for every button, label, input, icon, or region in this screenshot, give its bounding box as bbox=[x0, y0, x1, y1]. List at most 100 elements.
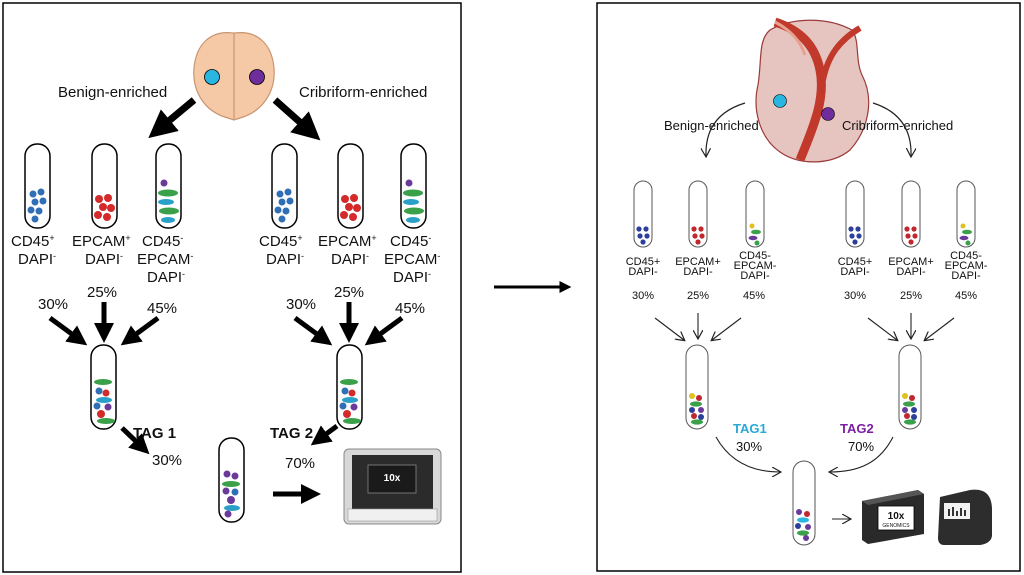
anatomy-cribriform-dot bbox=[821, 107, 835, 121]
tag2-label: TAG 2 bbox=[270, 425, 313, 442]
r-label-epcam-a: EPCAM+ bbox=[675, 256, 721, 268]
right-arrow-tag2 bbox=[830, 436, 894, 472]
right-tube-epcam-b bbox=[901, 180, 921, 248]
left-tube-cd45-b bbox=[271, 143, 298, 229]
tag2-pct: 70% bbox=[285, 455, 315, 472]
pct-epcam: 25% bbox=[87, 284, 117, 301]
right-tag1-label: TAG1 bbox=[733, 421, 767, 436]
right-tag2-label: TAG2 bbox=[840, 421, 874, 436]
logo-genomics: GENOMICS bbox=[882, 523, 910, 529]
right-tubes-row bbox=[633, 180, 976, 248]
r-pct-dn-b: 45% bbox=[955, 290, 977, 302]
label-cribriform-enriched: Cribriform-enriched bbox=[299, 84, 427, 101]
left-tube-dn bbox=[155, 143, 182, 229]
left-pooled-tube-1 bbox=[90, 344, 117, 430]
left-tubes-cribriform bbox=[271, 143, 427, 229]
right-pooled-tube-2 bbox=[898, 344, 922, 430]
right-label-benign-enriched: Benign-enriched bbox=[664, 118, 759, 133]
cribriform-region-dot bbox=[249, 69, 265, 85]
right-tag2-pct: 70% bbox=[848, 439, 874, 454]
left-tube-cd45 bbox=[24, 143, 51, 229]
right-arrow-cribriform bbox=[872, 102, 911, 156]
label-cd45-neg-b: CD45- bbox=[390, 233, 431, 250]
right-tag1-pct: 30% bbox=[736, 439, 762, 454]
r-label-epcamneg-b: EPCAM- bbox=[945, 260, 988, 272]
left-final-tube bbox=[218, 437, 245, 523]
left-pooled-tube-2 bbox=[336, 344, 363, 430]
pct-dn-b: 45% bbox=[395, 300, 425, 317]
r-pct-epcam-a: 25% bbox=[687, 290, 709, 302]
right-tube-dn-b bbox=[956, 180, 976, 248]
right-tube-labels: CD45+ DAPI- EPCAM+ DAPI- CD45- EPCAM- DA… bbox=[626, 250, 988, 302]
right-sequencer-instrument bbox=[938, 489, 992, 545]
prostate-illustration bbox=[193, 32, 275, 121]
label-epcam-b: EPCAM+ bbox=[318, 233, 377, 250]
label-epcam: EPCAM+ bbox=[72, 233, 131, 250]
label-dapi-neg: DAPI- bbox=[147, 269, 185, 286]
r-label-dapi-b: DAPI- bbox=[840, 266, 870, 278]
r-label-cd45-a: CD45+ bbox=[626, 256, 661, 268]
arrow-tag2 bbox=[310, 423, 339, 446]
r-pct-cd45-a: 30% bbox=[632, 290, 654, 302]
r-label-cd45-b: CD45+ bbox=[838, 256, 873, 268]
label-epcam-neg-b: EPCAM- bbox=[384, 251, 440, 268]
anatomy-benign-dot bbox=[773, 94, 787, 108]
r-label-epcam-b: EPCAM+ bbox=[888, 256, 934, 268]
label-cd45-b: CD45+ bbox=[259, 233, 303, 250]
left-labels-benign: CD45+ DAPI- EPCAM+ DAPI- CD45- EPCAM- DA… bbox=[11, 233, 193, 317]
label-dapi-2-b: DAPI- bbox=[331, 251, 369, 268]
label-epcam-neg: EPCAM- bbox=[137, 251, 193, 268]
left-tube-dn-b bbox=[400, 143, 427, 229]
r-label-dapi-a: DAPI- bbox=[628, 266, 658, 278]
left-labels-cribriform: CD45+ DAPI- EPCAM+ DAPI- CD45- EPCAM- DA… bbox=[259, 233, 440, 317]
label-dapi-b: DAPI- bbox=[266, 251, 304, 268]
left-panel: Benign-enriched Cribriform-enriched bbox=[2, 2, 462, 573]
r-label-dapineg-b: DAPI- bbox=[951, 270, 981, 282]
r-label-cd45neg-b: CD45- bbox=[950, 250, 982, 262]
arrow-benign bbox=[148, 97, 197, 139]
right-pooled-tube-1 bbox=[685, 344, 709, 430]
right-final-tube bbox=[792, 460, 816, 546]
pct-dn: 45% bbox=[147, 300, 177, 317]
left-tube-epcam bbox=[91, 143, 118, 229]
r-label-epcamneg-a: EPCAM- bbox=[734, 260, 777, 272]
label-cd45-neg: CD45- bbox=[142, 233, 183, 250]
r-label-dapineg-a: DAPI- bbox=[740, 270, 770, 282]
label-dapi: DAPI- bbox=[18, 251, 56, 268]
pct-cd45: 30% bbox=[38, 296, 68, 313]
r-pct-epcam-b: 25% bbox=[900, 290, 922, 302]
prostate-anatomy-illustration bbox=[755, 17, 870, 163]
label-dapi-2: DAPI- bbox=[85, 251, 123, 268]
right-panel: Benign-enriched Cribriform-enriched bbox=[596, 2, 1021, 572]
right-tube-epcam-a bbox=[688, 180, 708, 248]
benign-region-dot bbox=[204, 69, 220, 85]
left-tube-epcam-b bbox=[337, 143, 364, 229]
r-pct-dn-a: 45% bbox=[743, 290, 765, 302]
label-cd45: CD45+ bbox=[11, 233, 55, 250]
arrow-cribriform bbox=[272, 97, 321, 141]
logo-10x: 10x bbox=[888, 511, 905, 522]
left-converging-arrows bbox=[48, 302, 404, 346]
pct-cd45-b: 30% bbox=[286, 296, 316, 313]
right-arrow-tag1 bbox=[715, 436, 780, 472]
right-arrow-benign bbox=[706, 102, 746, 156]
r-label-dapi2-a: DAPI- bbox=[683, 266, 713, 278]
tag1-pct: 30% bbox=[152, 452, 182, 469]
right-tube-cd45-a bbox=[633, 180, 653, 248]
right-converging-arrows bbox=[654, 313, 955, 340]
left-10x-instrument: 10x bbox=[343, 448, 442, 525]
right-10x-genomics-instrument: 10x GENOMICS bbox=[862, 490, 924, 544]
arrow-tag1 bbox=[120, 426, 150, 455]
right-tube-cd45-b bbox=[845, 180, 865, 248]
left-tubes-benign bbox=[24, 143, 182, 229]
label-benign-enriched: Benign-enriched bbox=[58, 84, 167, 101]
tag1-label: TAG 1 bbox=[133, 425, 176, 442]
r-label-dapi2-b: DAPI- bbox=[896, 266, 926, 278]
label-dapi-neg-b: DAPI- bbox=[393, 269, 431, 286]
right-label-cribriform-enriched: Cribriform-enriched bbox=[842, 118, 953, 133]
instrument-logo: 10x bbox=[384, 473, 401, 484]
right-tube-dn-a bbox=[745, 180, 765, 248]
pct-epcam-b: 25% bbox=[334, 284, 364, 301]
r-label-cd45neg-a: CD45- bbox=[739, 250, 771, 262]
